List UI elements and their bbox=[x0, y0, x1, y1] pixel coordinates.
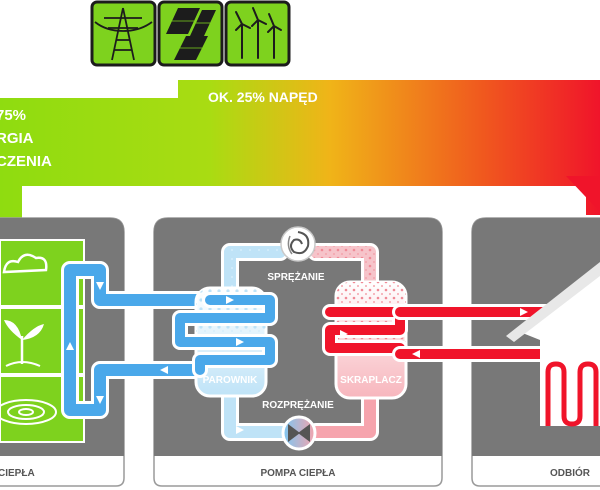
compression-label: SPRĘŻANIE bbox=[267, 270, 325, 283]
expansion-label: ROZPRĘŻANIE bbox=[262, 398, 334, 411]
flow-arrows-left bbox=[66, 282, 168, 404]
house-icon bbox=[506, 262, 600, 427]
environment-energy-label: RGIA bbox=[0, 130, 34, 147]
condenser-label: SKRAPLACZ bbox=[340, 375, 402, 386]
energy-source-icons bbox=[90, 0, 291, 67]
compressor-icon bbox=[280, 226, 316, 262]
pump-footer-label: POMPA CIEPŁA bbox=[260, 468, 335, 479]
evaporator-coil bbox=[172, 292, 278, 378]
cloud-icon bbox=[2, 253, 48, 274]
environment-share-label: 75% bbox=[0, 107, 26, 124]
drive-share-label: OK. 25% NAPĘD bbox=[208, 89, 318, 105]
flow-arrows-right bbox=[236, 308, 528, 434]
receiver-footer-label: ODBIÓR bbox=[550, 466, 591, 479]
water-icon bbox=[0, 399, 57, 425]
expansion-valve-icon bbox=[281, 415, 317, 451]
plant-icon bbox=[4, 320, 44, 367]
evaporator-label: PAROWNIK bbox=[203, 375, 259, 386]
ground-loop-pipes bbox=[61, 261, 219, 419]
environment-source-label: CZENIA bbox=[0, 153, 52, 170]
source-footer-label: CIEPŁA bbox=[0, 468, 35, 479]
energy-flow-band bbox=[0, 80, 600, 218]
